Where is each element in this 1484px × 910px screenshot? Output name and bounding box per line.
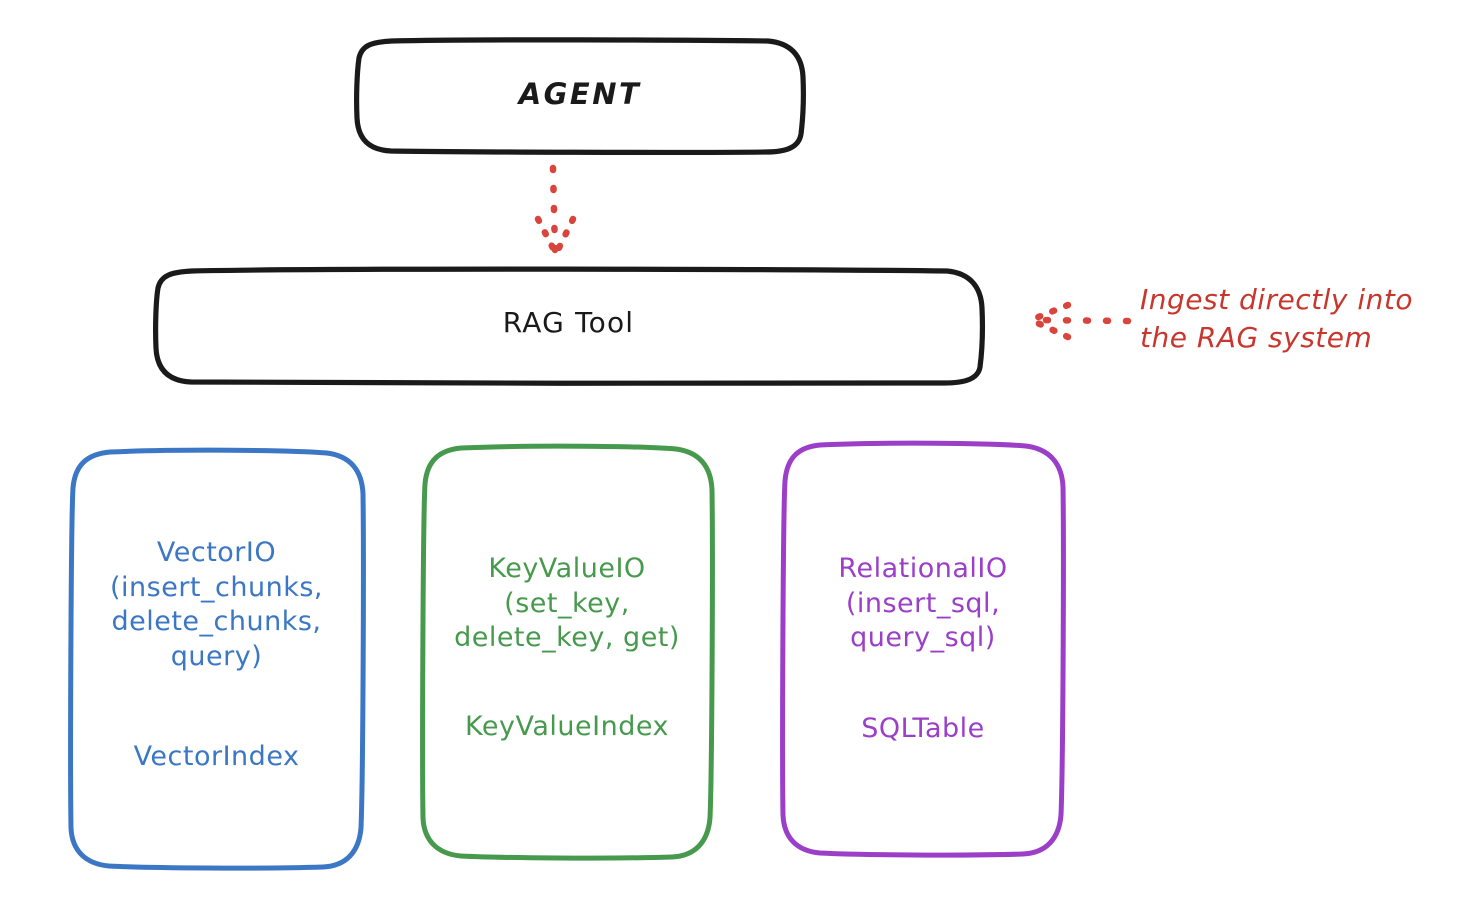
key-value-io-node[interactable] [420,443,715,861]
ingest-to-rag-connector [1027,301,1132,341]
ingest-to-rag-arrowhead-bottom [1027,316,1072,341]
rag-tool-box-outline [153,266,985,387]
agent-node[interactable] [354,37,806,156]
agent-box-outline [354,37,806,156]
agent-to-rag-connector [534,164,577,258]
vector-io-node[interactable] [68,447,366,871]
agent-to-rag-line [549,164,559,256]
relational-io-node[interactable] [780,440,1066,858]
vector-io-box-outline [68,447,366,871]
agent-to-rag-arrowhead [534,215,560,258]
relational-io-box-outline [780,440,1066,858]
agent-to-rag-arrowhead-right [552,215,577,258]
key-value-io-box-outline [420,443,715,861]
ingest-to-rag-line [1030,316,1132,325]
ingest-to-rag-arrowhead-top [1027,301,1072,324]
rag-tool-node[interactable] [153,266,985,387]
